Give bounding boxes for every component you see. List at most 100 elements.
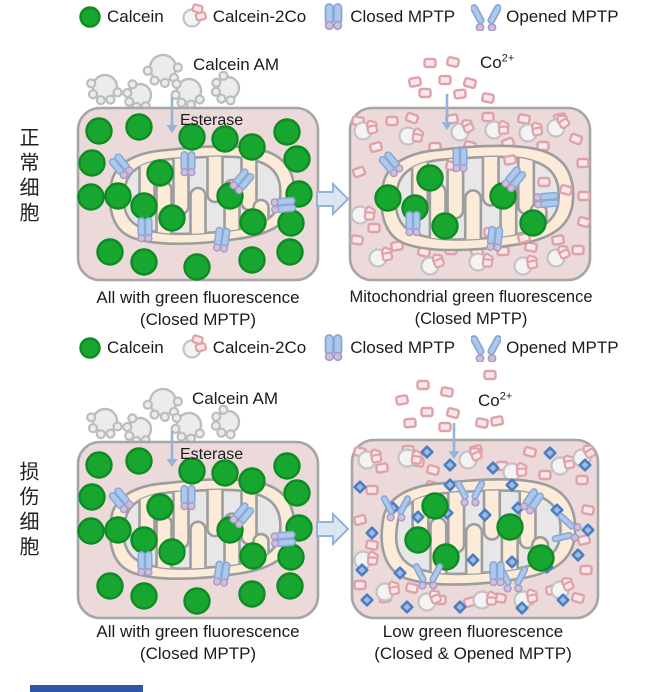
cobalt-diamond bbox=[443, 458, 457, 472]
calcein-dot bbox=[519, 209, 547, 237]
calcein-dot bbox=[374, 184, 402, 212]
co-ion bbox=[365, 484, 379, 496]
cobalt-diamond bbox=[355, 563, 369, 577]
calcein-2co-molecule bbox=[420, 253, 445, 276]
calcein-dot bbox=[277, 209, 305, 237]
legend-label: Closed MPTP bbox=[350, 6, 456, 26]
co-ion bbox=[390, 240, 404, 252]
calcein-dot bbox=[421, 492, 449, 520]
calcein-dot bbox=[146, 493, 174, 521]
co-ion bbox=[367, 222, 381, 234]
co-ion bbox=[571, 244, 585, 256]
co-ion bbox=[522, 445, 538, 459]
calcein-am-molecule bbox=[170, 411, 205, 444]
calcein-2co-molecule bbox=[468, 252, 495, 272]
calcein-dot bbox=[78, 149, 106, 177]
calcein-icon bbox=[79, 5, 101, 28]
cobalt-diamond bbox=[478, 508, 492, 522]
calcein-dot bbox=[178, 123, 206, 151]
calcein-2co-molecule bbox=[375, 580, 401, 602]
co-ion bbox=[408, 76, 422, 88]
co-ion bbox=[404, 581, 420, 595]
legend-item-opened-mptp: Opened MPTP bbox=[471, 2, 619, 31]
calcein-dot bbox=[496, 513, 524, 541]
row-label-normal-cell: 正常细胞 bbox=[16, 127, 38, 227]
closed-mptp bbox=[405, 211, 421, 237]
opened-mptp bbox=[454, 480, 486, 507]
legend-label: Calcein bbox=[107, 6, 164, 26]
calcein-2co-molecule bbox=[484, 119, 510, 140]
co-ion bbox=[517, 113, 531, 125]
opened-mptp bbox=[380, 495, 412, 522]
calcein-dot bbox=[283, 479, 311, 507]
calcein-2co-molecule bbox=[353, 119, 379, 141]
calcein-icon bbox=[79, 336, 101, 359]
legend-label: Calcein-2Co bbox=[212, 337, 307, 357]
calcein-2co-molecule bbox=[546, 114, 571, 138]
co-ion bbox=[385, 115, 399, 127]
calcein-am-molecule bbox=[86, 73, 123, 106]
esterase-label-bottom: Esterase bbox=[180, 446, 244, 463]
co-ion bbox=[576, 215, 592, 229]
calcein-dot bbox=[78, 483, 106, 511]
calcein-dot bbox=[277, 543, 305, 571]
calcein-2co-molecule bbox=[513, 254, 539, 276]
co-ion bbox=[481, 111, 495, 123]
calcein-2co-molecule bbox=[550, 454, 576, 476]
co-ion bbox=[576, 157, 590, 169]
co-ion bbox=[438, 74, 452, 86]
co-ion bbox=[490, 415, 504, 427]
co-ion-text: Co bbox=[478, 391, 500, 410]
co-ion bbox=[440, 386, 454, 398]
calcein-dot bbox=[211, 459, 239, 487]
closed-mptp bbox=[378, 151, 404, 178]
closed-mptp bbox=[533, 191, 560, 209]
co-ion bbox=[537, 176, 551, 188]
co-ion bbox=[445, 56, 461, 68]
co-ion bbox=[570, 591, 586, 605]
co-ion-label-bottom: Co2+ bbox=[478, 391, 512, 411]
co-ion bbox=[350, 234, 364, 246]
caption-line: All with green fluorescence bbox=[96, 622, 300, 641]
closed-mptp bbox=[270, 196, 297, 214]
calcein-dot bbox=[125, 113, 153, 141]
co-ion bbox=[423, 57, 437, 69]
calcein-dot bbox=[273, 118, 301, 146]
co-ion bbox=[462, 76, 478, 90]
legend-item-calcein-2co: Calcein-2Co bbox=[180, 3, 306, 30]
closed-mptp bbox=[137, 217, 153, 243]
calcein-am-label-bottom: Calcein AM bbox=[192, 389, 278, 408]
cobalt-diamond bbox=[400, 600, 414, 614]
calcein-2co-molecule bbox=[458, 447, 483, 470]
cobalt-diamond bbox=[411, 510, 425, 524]
calcein-dot bbox=[239, 208, 267, 236]
calcein-dot bbox=[158, 538, 186, 566]
caption-line: Mitochondrial green fluorescence bbox=[349, 288, 593, 306]
calcein-2co-icon bbox=[182, 334, 207, 359]
calcein-dot bbox=[130, 192, 158, 220]
calcein-2co-molecule bbox=[450, 119, 475, 142]
calcein-2co-molecule bbox=[518, 121, 544, 143]
cobalt-diamond bbox=[453, 600, 467, 614]
cobalt-diamond bbox=[505, 555, 519, 569]
closed-mptp bbox=[452, 147, 468, 173]
opened-mptp-icon bbox=[471, 335, 502, 362]
legend-item-calcein: Calcein bbox=[78, 336, 164, 360]
cobalt-diamond bbox=[393, 566, 407, 580]
calcein-2co-molecule bbox=[397, 448, 424, 468]
co-ion bbox=[568, 132, 584, 146]
calcein-dot bbox=[85, 117, 113, 145]
co-ion bbox=[524, 241, 538, 253]
calcein-2co-molecule bbox=[417, 589, 442, 612]
legend-item-closed-mptp: Closed MPTP bbox=[322, 2, 455, 31]
closed-mptp-icon bbox=[324, 334, 343, 362]
co-ion bbox=[353, 579, 367, 591]
legend-item-calcein-2co: Calcein-2Co bbox=[180, 334, 307, 361]
legend-row-middle: Calcein Calcein-2Co Closed MPTP bbox=[78, 333, 619, 362]
calcein-dot bbox=[183, 253, 211, 281]
closed-mptp bbox=[137, 551, 153, 577]
closed-mptp bbox=[520, 488, 544, 515]
legend-item-calcein: Calcein bbox=[78, 5, 164, 29]
calcein-2co-molecule bbox=[546, 245, 571, 268]
